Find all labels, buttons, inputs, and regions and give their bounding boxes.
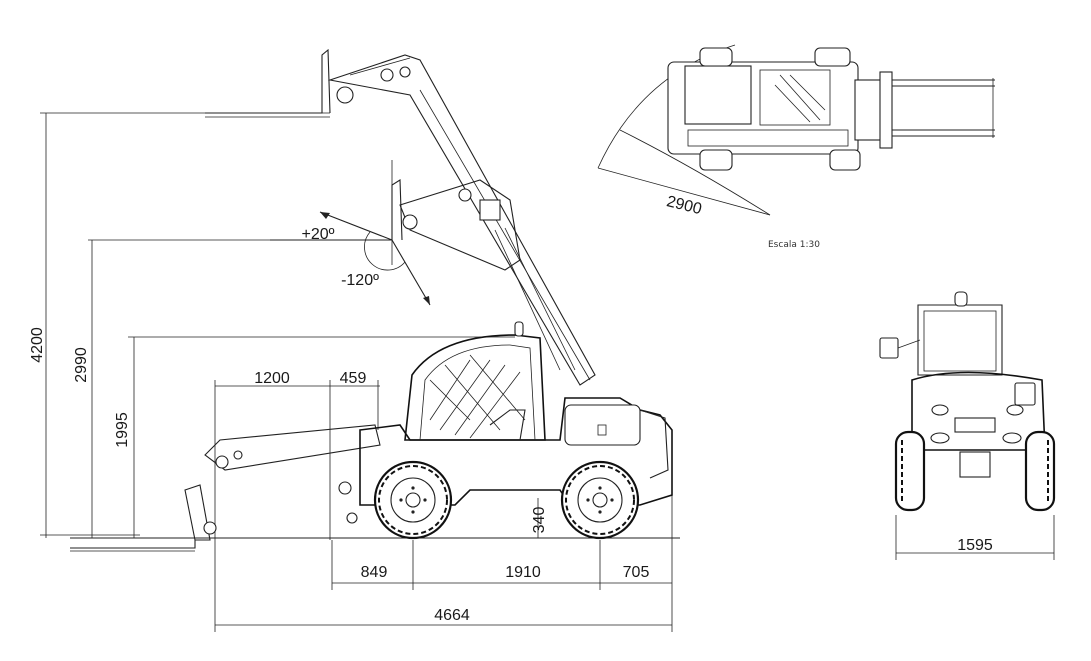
- dim-height-mid: 2990: [73, 347, 90, 383]
- dim-fork-length: 1200: [254, 370, 290, 387]
- scale-note: Escala 1:30: [768, 240, 820, 250]
- dim-wheelbase: 1910: [505, 564, 541, 581]
- angle-tilt-up: +20º: [302, 226, 335, 243]
- operator-cab: [404, 321, 546, 441]
- rear-view: 1595: [879, 291, 1056, 560]
- dim-rear-overhang: 705: [623, 564, 650, 581]
- front-wheel: [373, 460, 453, 540]
- dim-turning-radius: 2900: [665, 193, 704, 218]
- dim-fork-offset: 459: [340, 370, 367, 387]
- forks-raised-mid: [270, 179, 403, 241]
- dim-front-overhang: 849: [361, 564, 388, 581]
- tilt-angle-indicator: [319, 160, 431, 306]
- dim-ground-clearance: 340: [531, 507, 548, 534]
- length-dimension-lines: [214, 380, 673, 632]
- boom-raised: [327, 54, 596, 386]
- height-dimension-lines: [40, 112, 515, 538]
- dim-height-cab: 1995: [114, 412, 131, 448]
- boom-mid: [399, 179, 576, 371]
- dim-overall-length: 4664: [434, 607, 470, 624]
- boom-lowered: [70, 424, 381, 552]
- side-view: 4200 2990 1995 1200 459 849 1910 705 466…: [29, 48, 680, 632]
- forks-raised-high: [205, 48, 331, 118]
- dim-overall-width: 1595: [957, 537, 993, 554]
- dim-height-max: 4200: [29, 327, 46, 363]
- top-view: 2900 Escala 1:30: [597, 44, 995, 250]
- rear-wheel: [560, 460, 640, 540]
- angle-tilt-down: -120º: [341, 272, 379, 289]
